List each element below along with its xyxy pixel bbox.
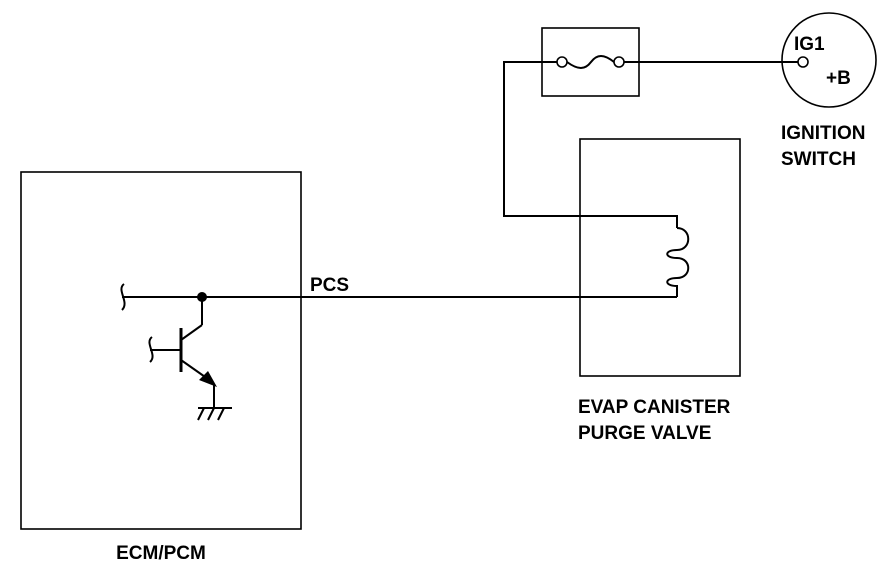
wire-fuse-to-coil [503,61,678,228]
ignition-switch-label-line1: IGNITION [781,123,865,144]
purge-valve-label-line1: EVAP CANISTER [578,397,731,418]
ground-icon [197,407,232,421]
fuse-icon [556,55,625,69]
ig1-terminal [797,56,809,68]
purge-valve-label-line2: PURGE VALVE [578,423,711,444]
wire-break-icon [120,283,126,311]
solenoid-coil-icon [666,227,690,297]
transistor-icon [148,297,217,408]
pcs-label: PCS [310,275,349,296]
ignition-switch-label-line2: SWITCH [781,149,856,170]
purge-valve-box [579,138,741,377]
ecm-pcm-label: ECM/PCM [116,543,206,564]
ignition-switch-symbol [781,12,877,108]
ig1-label: IG1 [794,34,825,55]
plus-b-label: +B [826,68,851,89]
ecm-pcm-box [20,171,302,530]
